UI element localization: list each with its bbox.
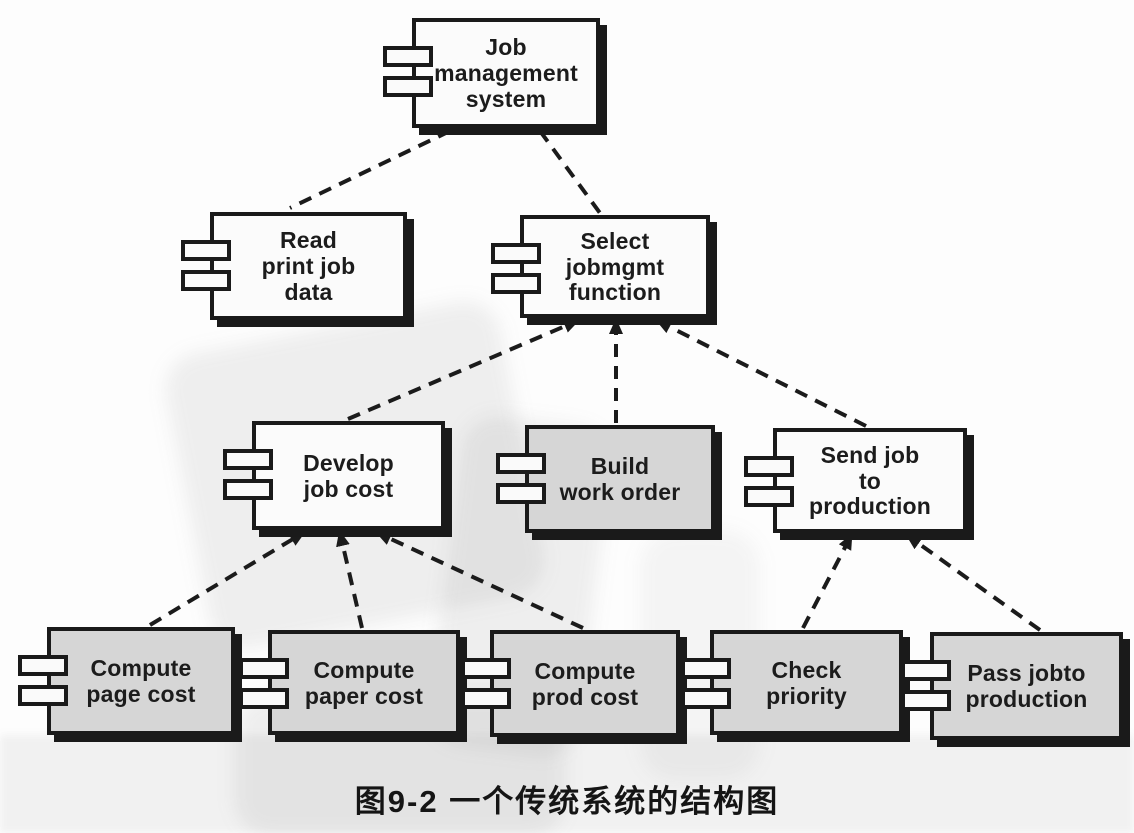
component-pass-job-to-production: Pass jobto production bbox=[901, 632, 1123, 740]
edge-jms-select bbox=[538, 129, 602, 215]
edge-prod-develop bbox=[375, 531, 584, 630]
component-tab-icon bbox=[181, 270, 231, 291]
component-label: Select jobmgmt function bbox=[565, 227, 665, 306]
component-compute-paper-cost: Compute paper cost bbox=[239, 630, 460, 735]
component-compute-page-cost: Compute page cost bbox=[18, 627, 235, 735]
component-tab-icon bbox=[18, 685, 68, 706]
component-tab-icon bbox=[681, 688, 731, 709]
component-label: Job management system bbox=[434, 34, 578, 112]
component-label: Compute paper cost bbox=[304, 656, 424, 709]
component-tab-icon bbox=[223, 479, 273, 500]
component-tab-icon bbox=[491, 273, 541, 294]
edge-jms-read bbox=[289, 129, 451, 210]
component-read-print-job-data: Read print job data bbox=[181, 212, 407, 320]
edge-develop-select bbox=[347, 319, 580, 421]
edge-page-develop bbox=[148, 531, 306, 627]
component-tab-icon bbox=[239, 688, 289, 709]
component-check-priority: Check priority bbox=[681, 630, 903, 735]
component-tab-icon bbox=[223, 449, 273, 470]
component-tab-icon bbox=[496, 453, 546, 474]
component-label: Send job to production bbox=[808, 441, 932, 520]
component-compute-prod-cost: Compute prod cost bbox=[461, 630, 680, 737]
component-label: Develop job cost bbox=[303, 449, 394, 502]
component-tab-icon bbox=[901, 690, 951, 711]
component-tab-icon bbox=[461, 688, 511, 709]
component-job-management-system: Job management system bbox=[383, 18, 600, 128]
component-tab-icon bbox=[18, 655, 68, 676]
component-tab-icon bbox=[901, 660, 951, 681]
component-tab-icon bbox=[491, 243, 541, 264]
component-tab-icon bbox=[181, 240, 231, 261]
component-label: Compute page cost bbox=[86, 655, 196, 707]
edge-pass-send bbox=[905, 534, 1042, 632]
component-develop-job-cost: Develop job cost bbox=[223, 421, 445, 530]
component-tab-icon bbox=[383, 76, 433, 97]
component-label: Check priority bbox=[766, 656, 847, 709]
edge-paper-develop bbox=[336, 530, 364, 629]
watermark-band bbox=[0, 735, 1134, 833]
component-label: Compute prod cost bbox=[531, 657, 639, 710]
component-tab-icon bbox=[744, 486, 794, 507]
edge-check-send bbox=[801, 533, 853, 629]
component-label: Pass jobto production bbox=[965, 660, 1088, 712]
component-build-work-order: Build work order bbox=[496, 425, 715, 533]
component-label: Read print job data bbox=[261, 227, 356, 305]
component-tab-icon bbox=[239, 658, 289, 679]
component-tab-icon bbox=[496, 483, 546, 504]
component-tab-icon bbox=[383, 46, 433, 67]
component-send-job-to-production: Send job to production bbox=[744, 428, 967, 533]
component-tab-icon bbox=[744, 456, 794, 477]
component-select-jobmgmt-function: Select jobmgmt function bbox=[491, 215, 710, 318]
edge-send-select bbox=[655, 319, 867, 428]
component-tab-icon bbox=[681, 658, 731, 679]
component-tab-icon bbox=[461, 658, 511, 679]
figure-caption: 图9-2 一个传统系统的结构图 bbox=[354, 784, 780, 819]
component-label: Build work order bbox=[559, 453, 681, 505]
